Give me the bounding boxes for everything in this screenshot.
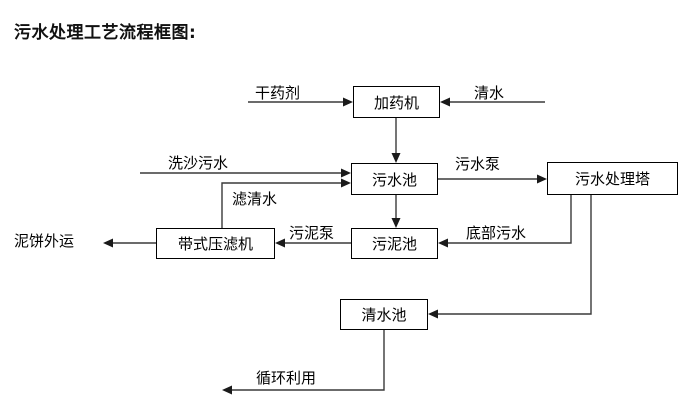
page-title: 污水处理工艺流程框图:	[14, 23, 197, 43]
edge-mud-cake-out	[103, 238, 156, 248]
edge-filtered-clear-water	[221, 178, 351, 228]
node-clear-water-pool[interactable]: 清水池	[340, 299, 428, 330]
edge-bottom-wastewater	[438, 194, 572, 248]
node-sludge-pool[interactable]: 污泥池	[351, 228, 438, 259]
edge-clean-water	[440, 97, 545, 107]
edge-sludge-pump	[275, 238, 351, 248]
edge-tower-to-clear-water-pool	[428, 194, 592, 319]
label-sand-wash-wastewater: 洗沙污水	[168, 154, 229, 172]
label-sewage-pump: 污水泵	[455, 155, 501, 173]
edge-dry-chemical	[248, 97, 353, 107]
label-filtered-clear-water: 滤清水	[232, 190, 278, 208]
edge-dosing-to-wastewater-pool	[391, 117, 401, 163]
label-bottom-wastewater: 底部污水	[466, 224, 527, 242]
label-dry-chemical: 干药剂	[255, 84, 301, 102]
node-dosing-machine[interactable]: 加药机	[353, 86, 440, 118]
edge-wastewater-to-sludge-pool	[391, 194, 401, 228]
node-treatment-tower[interactable]: 污水处理塔	[547, 162, 678, 195]
label-recycle-reuse: 循环利用	[256, 369, 317, 387]
label-sludge-pump: 污泥泵	[289, 224, 335, 242]
edge-recycle-reuse	[222, 330, 385, 395]
label-clean-water: 清水	[474, 84, 505, 102]
node-wastewater-pool[interactable]: 污水池	[351, 163, 438, 195]
node-belt-filter-press[interactable]: 带式压滤机	[156, 228, 275, 259]
edge-sewage-pump	[438, 174, 547, 184]
label-mud-cake-out: 泥饼外运	[14, 232, 75, 250]
edge-sand-wash-wastewater	[140, 168, 351, 178]
